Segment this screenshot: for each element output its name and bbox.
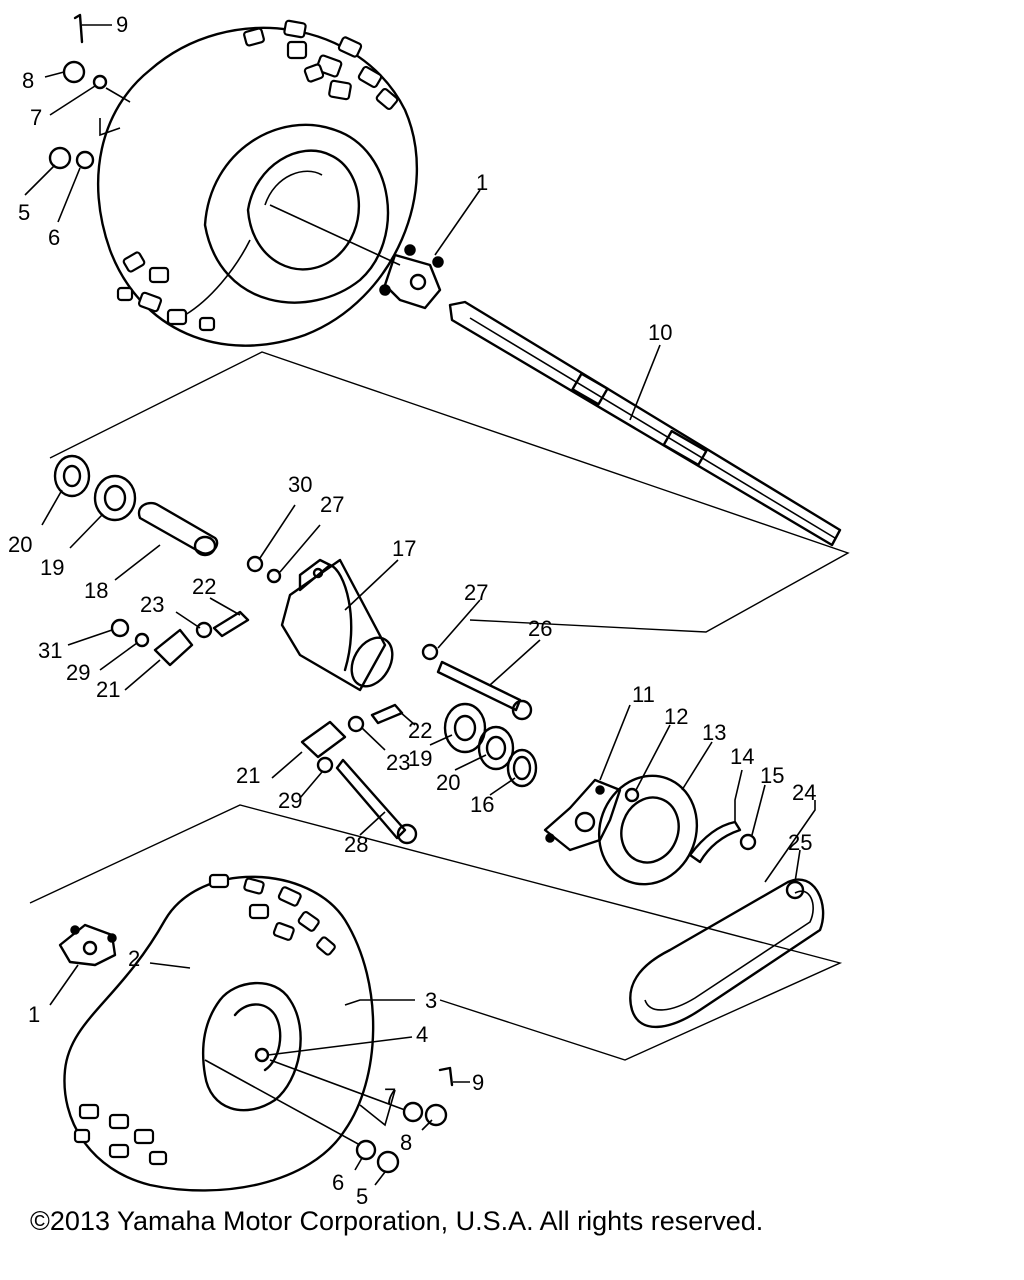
label-5-upper: 5: [18, 200, 30, 225]
stud-4: [254, 1047, 270, 1063]
bearing-20-upper: [53, 454, 91, 498]
label-23-upper: 23: [140, 592, 164, 617]
nut-5-upper: [48, 146, 72, 170]
label-5-lower: 5: [356, 1184, 368, 1209]
lower-hub: [58, 923, 117, 967]
rear-axle: [448, 300, 842, 547]
label-3: 3: [425, 988, 437, 1013]
nut-30: [246, 555, 264, 573]
washer-7-upper: [92, 74, 108, 90]
bearing-19-upper: [93, 474, 137, 522]
bolt-28-head: [396, 823, 418, 845]
label-7-lower: 7: [384, 1084, 396, 1109]
label-19-lower: 19: [408, 746, 432, 771]
label-24: 24: [792, 780, 816, 805]
label-21-upper: 21: [96, 677, 120, 702]
washer-6-upper: [75, 150, 95, 170]
label-23-lower: 23: [386, 750, 410, 775]
washer-7-lower: [402, 1101, 424, 1123]
nut-5-lower: [376, 1150, 400, 1174]
label-30: 30: [288, 472, 312, 497]
washer-27-upper: [266, 568, 282, 584]
washer-27-lower: [421, 643, 439, 661]
label-2: 2: [128, 946, 140, 971]
bolt-22-lower: [370, 703, 404, 725]
label-7-upper: 7: [30, 105, 42, 130]
label-20-lower: 20: [436, 770, 460, 795]
spacer-18: [137, 501, 219, 557]
upper-assembly-box: [49, 351, 850, 633]
upper-tire: [96, 19, 419, 347]
nut-15: [739, 833, 757, 851]
bolt-22-upper: [212, 610, 250, 638]
label-6-upper: 6: [48, 225, 60, 250]
label-27-lower: 27: [464, 580, 488, 605]
seal-16: [506, 748, 538, 788]
plate-21-upper: [153, 628, 194, 667]
callout-labels: 9 8 7 5 6 1 10 20 19 18 30 27 17 22 23 3…: [8, 12, 816, 1209]
plate-21-lower: [300, 720, 347, 759]
label-12: 12: [664, 704, 688, 729]
bolt-28: [335, 758, 407, 840]
nut-8-upper: [62, 60, 86, 84]
nut-23-upper: [195, 621, 213, 639]
label-8-lower: 8: [400, 1130, 412, 1155]
lower-assembly-box: [29, 804, 843, 1061]
sprocket: [597, 774, 699, 886]
label-1-lower: 1: [28, 1002, 40, 1027]
label-17: 17: [392, 536, 416, 561]
label-29-lower: 29: [278, 788, 302, 813]
label-27-upper: 27: [320, 492, 344, 517]
washer-29-lower: [316, 756, 334, 774]
lock-plate-14: [688, 820, 742, 864]
leader-lines: [24, 24, 816, 1186]
upper-axle-centerline: [269, 204, 401, 266]
sprocket-hub: [543, 778, 622, 852]
upper-hub: [379, 244, 444, 310]
bolt-26: [436, 660, 522, 712]
label-6-lower: 6: [332, 1170, 344, 1195]
label-21-lower: 21: [236, 763, 260, 788]
label-10: 10: [648, 320, 672, 345]
label-16: 16: [470, 792, 494, 817]
label-1-upper: 1: [476, 170, 488, 195]
drive-chain: [629, 878, 825, 1029]
label-15: 15: [760, 763, 784, 788]
label-8-upper: 8: [22, 68, 34, 93]
nut-8-lower: [424, 1103, 448, 1127]
label-22-upper: 22: [192, 574, 216, 599]
label-14: 14: [730, 744, 754, 769]
bearing-19-lower: [443, 702, 487, 754]
label-11: 11: [632, 682, 655, 707]
label-9-lower: 9: [472, 1070, 484, 1095]
washer-29-upper: [134, 632, 150, 648]
label-31: 31: [38, 638, 62, 663]
label-19-upper: 19: [40, 555, 64, 580]
chain-joint-25: [785, 880, 805, 900]
copyright-notice: ©2013 Yamaha Motor Corporation, U.S.A. A…: [30, 1206, 764, 1236]
nut-31: [110, 618, 130, 638]
bolt-12: [624, 787, 640, 803]
lower-tire: [63, 873, 375, 1192]
bolt-26-head: [511, 699, 533, 721]
bearing-20-lower: [477, 725, 515, 771]
label-20-upper: 20: [8, 532, 32, 557]
label-26: 26: [528, 616, 552, 641]
cotter-pin-9-lower: [438, 1066, 454, 1087]
label-9-upper: 9: [116, 12, 128, 37]
nut-23-lower: [347, 715, 365, 733]
cotter-pin-9-upper: [73, 13, 84, 44]
label-13: 13: [702, 720, 726, 745]
washer-6-lower: [355, 1139, 377, 1161]
label-18: 18: [84, 578, 108, 603]
label-28: 28: [344, 832, 368, 857]
label-29-upper: 29: [66, 660, 90, 685]
axle-housing: [280, 558, 394, 692]
label-25: 25: [788, 830, 812, 855]
label-4: 4: [416, 1022, 428, 1047]
label-22-lower: 22: [408, 718, 432, 743]
